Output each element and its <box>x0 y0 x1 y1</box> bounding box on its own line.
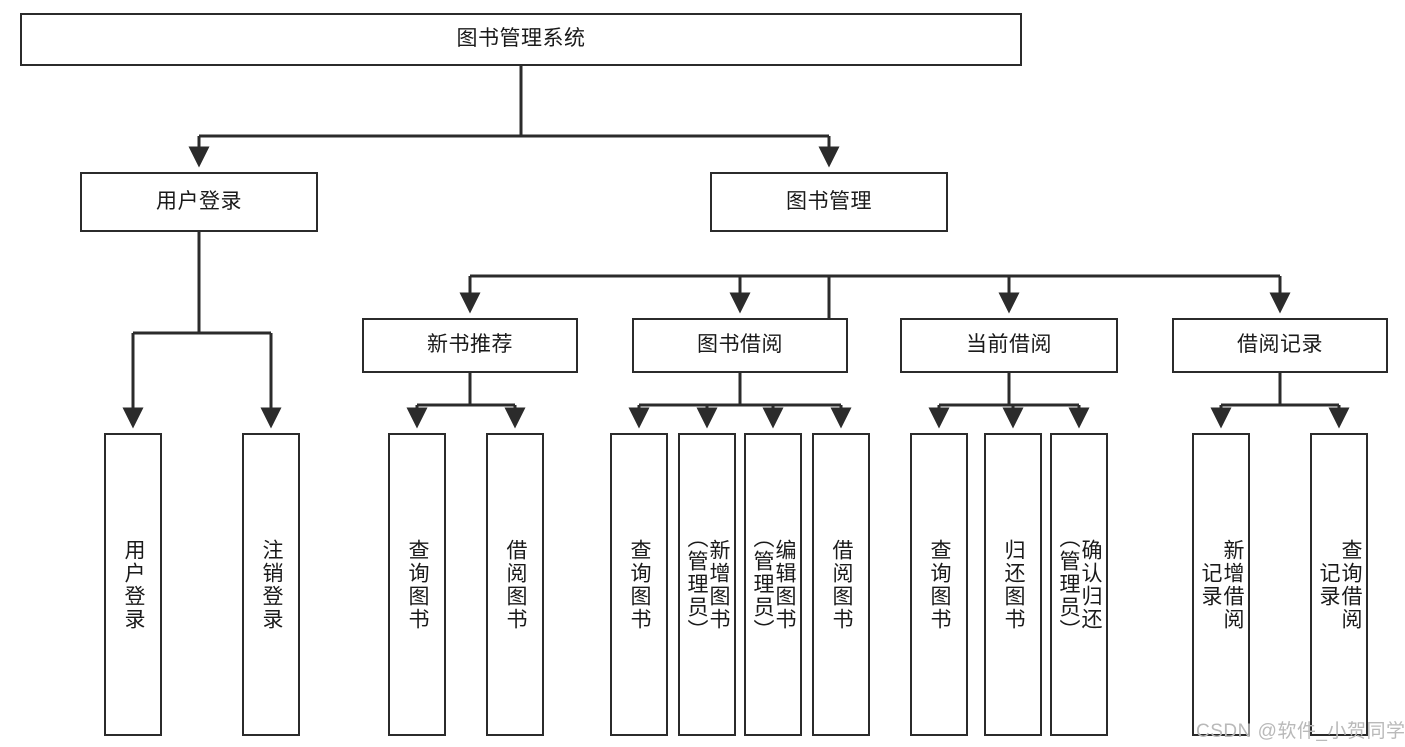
node-current-borrowing[interactable]: 当前借阅 <box>900 318 1118 373</box>
watermark-credit: CSDN @软件_小贺同学 <box>1196 721 1405 742</box>
leaf-confirm-return-admin[interactable]: 确认归还 （管理员） <box>1050 433 1108 736</box>
node-label: 查询图书 <box>928 538 952 631</box>
node-label: 用户登录 <box>122 538 146 631</box>
leaf-query-book-3[interactable]: 查询图书 <box>910 433 968 736</box>
node-label: 图书借阅 <box>697 333 783 357</box>
node-root-system[interactable]: 图书管理系统 <box>20 13 1022 66</box>
node-book-management[interactable]: 图书管理 <box>710 172 948 232</box>
node-label: 用户登录 <box>156 189 242 213</box>
leaf-query-book-1[interactable]: 查询图书 <box>388 433 446 736</box>
node-label: 编辑图书 （管理员） <box>751 527 797 642</box>
node-label: 借阅图书 <box>504 538 528 631</box>
leaf-add-borrow-record[interactable]: 新增借阅 记录 <box>1192 433 1250 736</box>
node-label: 新增图书 （管理员） <box>685 527 731 642</box>
leaf-user-logout[interactable]: 注销登录 <box>242 433 300 736</box>
node-label: 当前借阅 <box>966 333 1052 357</box>
node-label: 查询图书 <box>628 538 652 631</box>
node-new-book-recommendation[interactable]: 新书推荐 <box>362 318 578 373</box>
node-label: 归还图书 <box>1002 538 1026 631</box>
node-borrowing-record[interactable]: 借阅记录 <box>1172 318 1388 373</box>
node-label: 确认归还 （管理员） <box>1057 527 1103 642</box>
node-label: 图书管理 <box>786 189 872 213</box>
leaf-return-book[interactable]: 归还图书 <box>984 433 1042 736</box>
leaf-edit-book-admin[interactable]: 编辑图书 （管理员） <box>744 433 802 736</box>
leaf-query-borrow-record[interactable]: 查询借阅 记录 <box>1310 433 1368 736</box>
leaf-add-book-admin[interactable]: 新增图书 （管理员） <box>678 433 736 736</box>
node-label: 新增借阅 记录 <box>1199 538 1245 631</box>
node-label: 借阅图书 <box>830 538 854 631</box>
node-label: 注销登录 <box>260 538 284 631</box>
node-user-login[interactable]: 用户登录 <box>80 172 318 232</box>
node-label: 查询图书 <box>406 538 430 631</box>
node-label: 查询借阅 记录 <box>1317 538 1363 631</box>
node-label: 新书推荐 <box>427 333 513 357</box>
node-label: 借阅记录 <box>1237 333 1323 357</box>
leaf-borrow-book-1[interactable]: 借阅图书 <box>486 433 544 736</box>
node-book-borrowing[interactable]: 图书借阅 <box>632 318 848 373</box>
leaf-borrow-book-2[interactable]: 借阅图书 <box>812 433 870 736</box>
node-label: 图书管理系统 <box>456 27 586 51</box>
leaf-user-login[interactable]: 用户登录 <box>104 433 162 736</box>
leaf-query-book-2[interactable]: 查询图书 <box>610 433 668 736</box>
